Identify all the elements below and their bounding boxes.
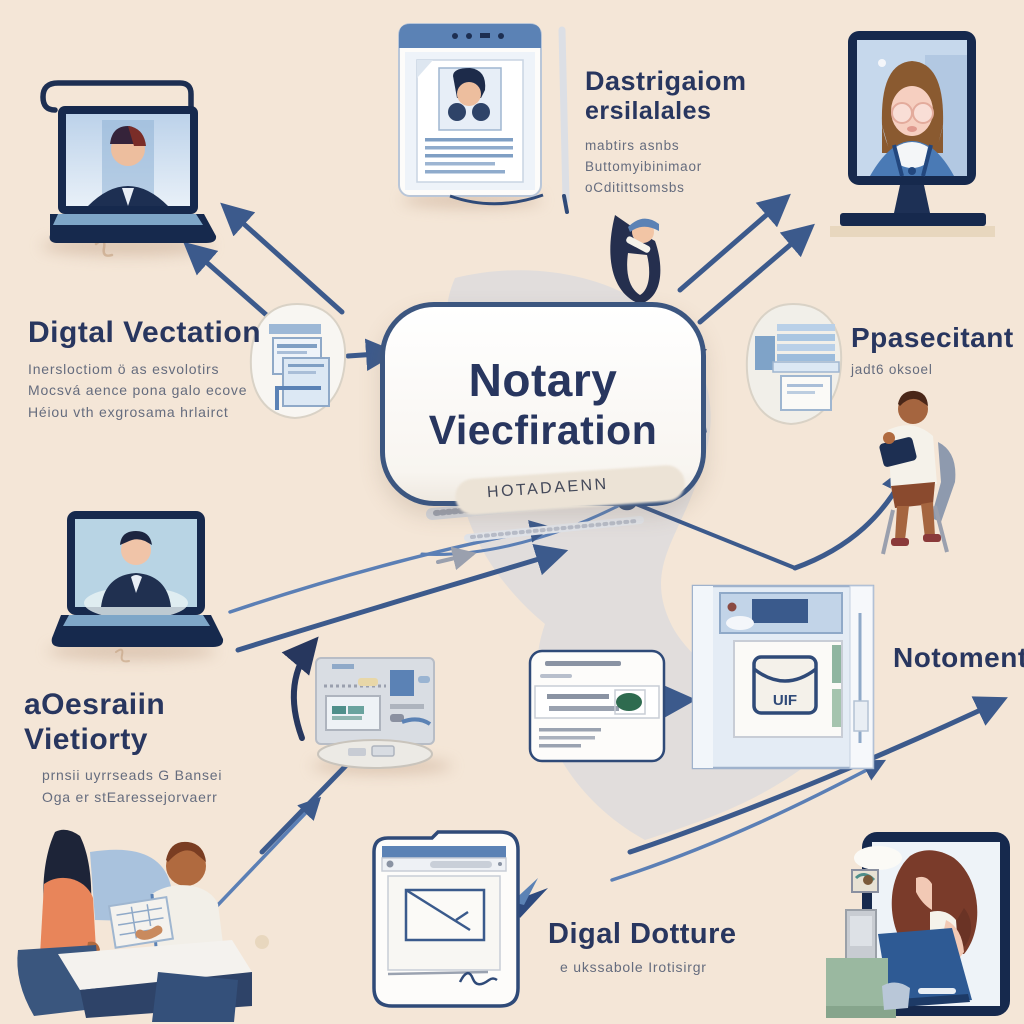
node-subtext: Inersloctiom ö as esvolotirs Mocsvá aenc… <box>28 360 248 420</box>
node-title: ersilalales <box>585 97 712 126</box>
stamped-certificate-card-icon <box>528 649 666 763</box>
svg-text:UIF: UIF <box>773 692 797 709</box>
notary-clerk-figure-icon <box>610 215 661 304</box>
bubble-title-line1: Notary <box>468 353 618 406</box>
sealed-envelope-panel-icon: UIF <box>691 584 875 770</box>
node-title: Digtal Vectation <box>28 316 262 349</box>
node-label-mid-left: aOesraiin Vietiorty prnsii uyrrseads G B… <box>24 688 294 808</box>
node-title: aOesraiin Vietiorty <box>24 688 166 756</box>
node-title: Ppasecitant <box>851 322 1014 353</box>
node-title: Digal Dotture <box>548 918 737 950</box>
node-title: Notoment <box>893 642 1024 673</box>
laptop-video-call-man-icon <box>40 80 217 243</box>
node-subtext: prnsii uyrrseads G Bansei Oga er stEares… <box>42 767 223 805</box>
verification-kiosk-icon <box>315 657 435 769</box>
woman-at-workstation-icon <box>826 832 1010 1018</box>
notary-consultation-people-icon <box>17 829 269 1022</box>
document-stack-circle-icon <box>745 302 843 426</box>
documents-magnified-circle-icon <box>249 302 347 420</box>
node-subtext: mabtirs asnbs Buttomyibinimaor oCdititts… <box>585 137 703 195</box>
node-subtext: e ukssabole Irotisirgr <box>560 959 707 976</box>
bubble-title-line2: Viecfiration <box>428 406 658 453</box>
node-label-bottom-center: Digal Dotture e ukssabole Irotisirgr <box>548 918 788 979</box>
envelope-sketch-icon <box>404 888 486 942</box>
monitor-video-call-woman-icon <box>830 31 995 237</box>
laptop-video-call-businessman-icon <box>51 511 224 647</box>
node-subtext: jadt6 oksoel <box>851 362 933 378</box>
browser-envelope-signature-icon <box>372 830 520 1008</box>
node-label-right: Ppasecitant jadt6 oksoel <box>851 322 1021 381</box>
node-label-mid-right: Notoment <box>893 642 1024 674</box>
browser-id-document-icon <box>398 23 544 206</box>
node-label-top-center: Dastrigaiom ersilalales mabtirs asnbs Bu… <box>585 66 820 199</box>
node-title: Dastrigaiom <box>585 66 747 96</box>
node-label-left: Digtal Vectation Inersloctiom ö as esvol… <box>28 316 278 424</box>
envelope-seal-icon: UIF <box>752 655 818 715</box>
seated-applicant-icon <box>879 390 956 555</box>
